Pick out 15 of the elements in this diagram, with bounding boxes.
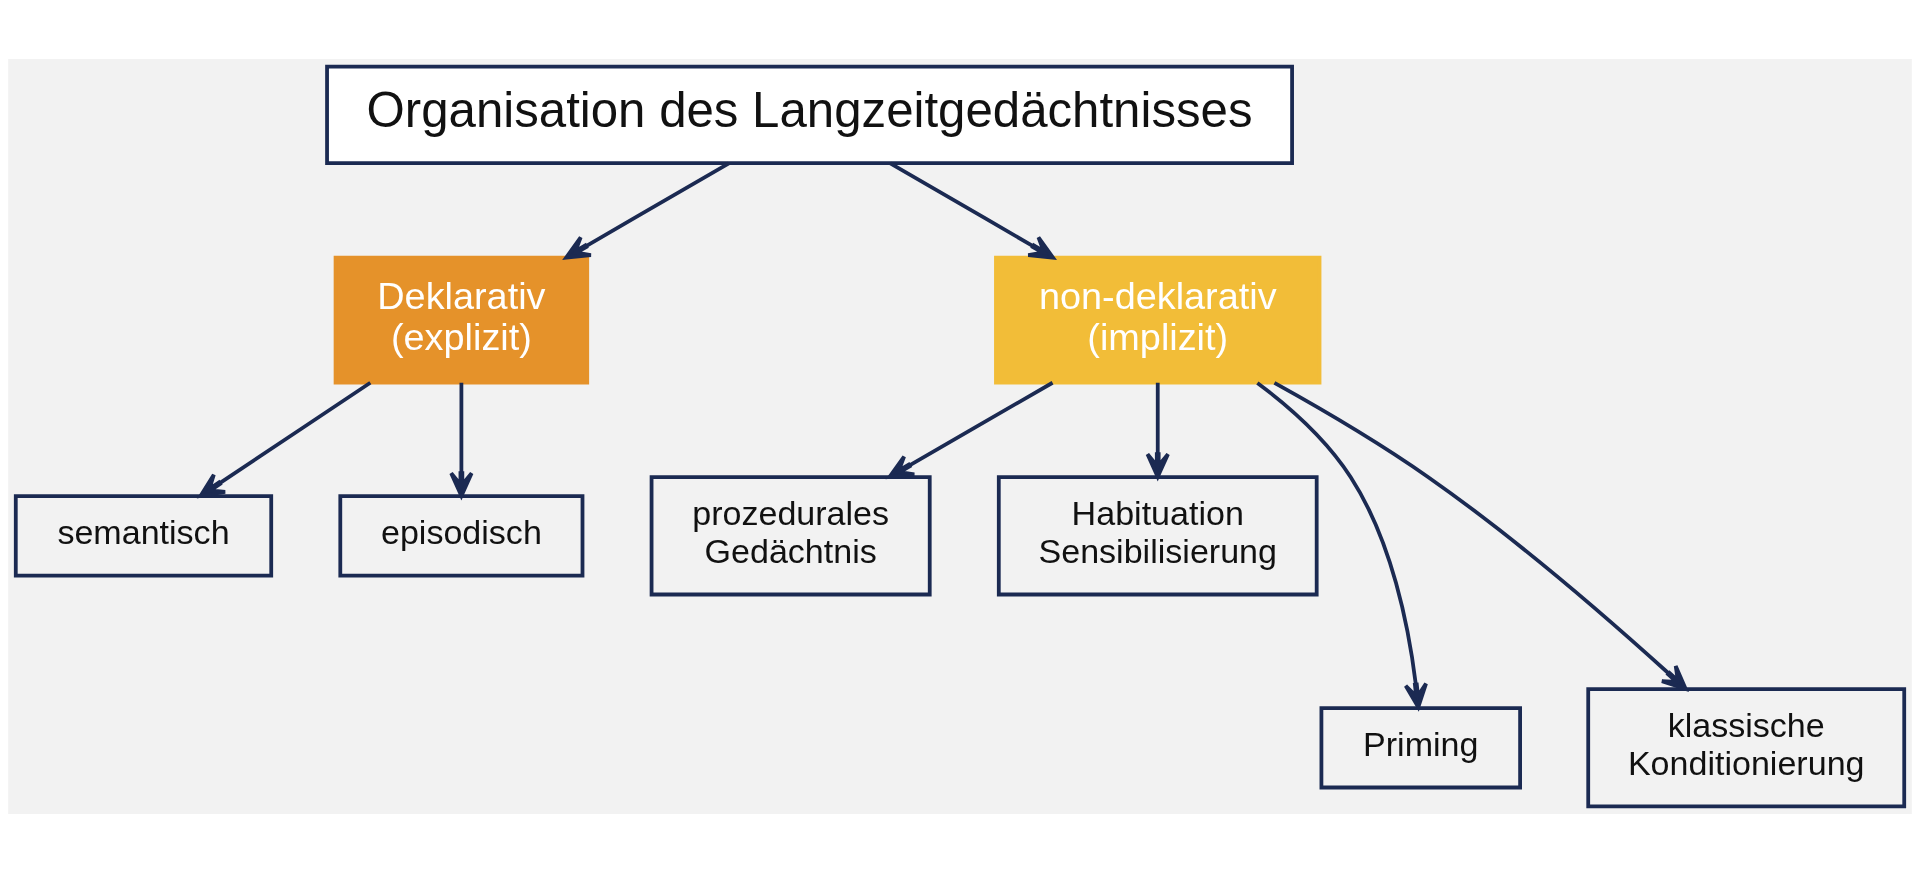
node-box: Habituation Sensibilisierung xyxy=(996,474,1319,596)
arrow xyxy=(449,382,474,498)
node-box: semantisch xyxy=(13,493,274,577)
arrow xyxy=(1145,382,1170,479)
arrow xyxy=(887,380,1054,479)
node-box: non-deklarativ (implizit) xyxy=(994,255,1322,384)
node-box: Deklarativ (explizit) xyxy=(333,255,590,384)
node-box: prozedurales Gedächtnis xyxy=(649,474,932,596)
node-box: Organisation des Langzeitgedächtnisses xyxy=(325,64,1294,165)
node-box: episodisch xyxy=(338,493,585,577)
arrow xyxy=(198,380,372,498)
arrow xyxy=(1256,380,1428,709)
node-box: klassische Konditionierung xyxy=(1586,686,1907,808)
arrow xyxy=(1273,380,1688,691)
node-box: Priming xyxy=(1319,705,1522,789)
